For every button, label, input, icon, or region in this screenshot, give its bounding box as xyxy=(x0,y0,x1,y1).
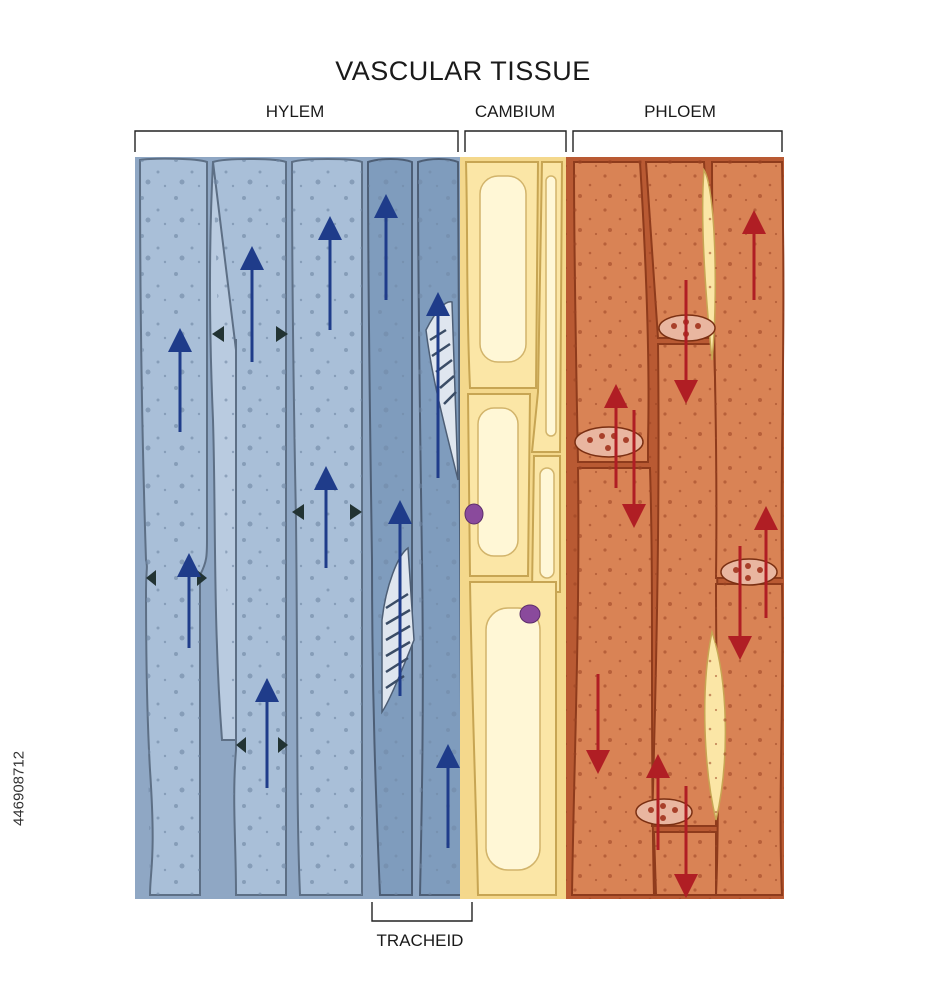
cambium-region xyxy=(460,157,566,899)
phloem-label: PHLOEM xyxy=(644,102,716,121)
tracheid-label: TRACHEID xyxy=(376,931,464,950)
xylem-region xyxy=(135,157,464,899)
xylem-vessel-1 xyxy=(138,157,208,896)
xylem-flow-arrows xyxy=(168,194,460,848)
xylem-tracheid-4 xyxy=(366,158,413,896)
label-brackets xyxy=(134,130,783,922)
phloem-region xyxy=(566,157,785,899)
cambium-label: CAMBIUM xyxy=(474,102,556,121)
tracheid-pit-ends xyxy=(381,301,459,715)
cambium-nuclei xyxy=(464,503,541,624)
diagram-title: VASCULAR TISSUE xyxy=(335,56,591,86)
xylem-label: HYLEM xyxy=(265,102,325,121)
phloem-flow-arrows xyxy=(586,210,778,898)
sieve-plate-pores xyxy=(587,319,763,821)
xylem-tracheid-5 xyxy=(416,158,464,896)
cambium-vacuoles xyxy=(477,175,557,871)
